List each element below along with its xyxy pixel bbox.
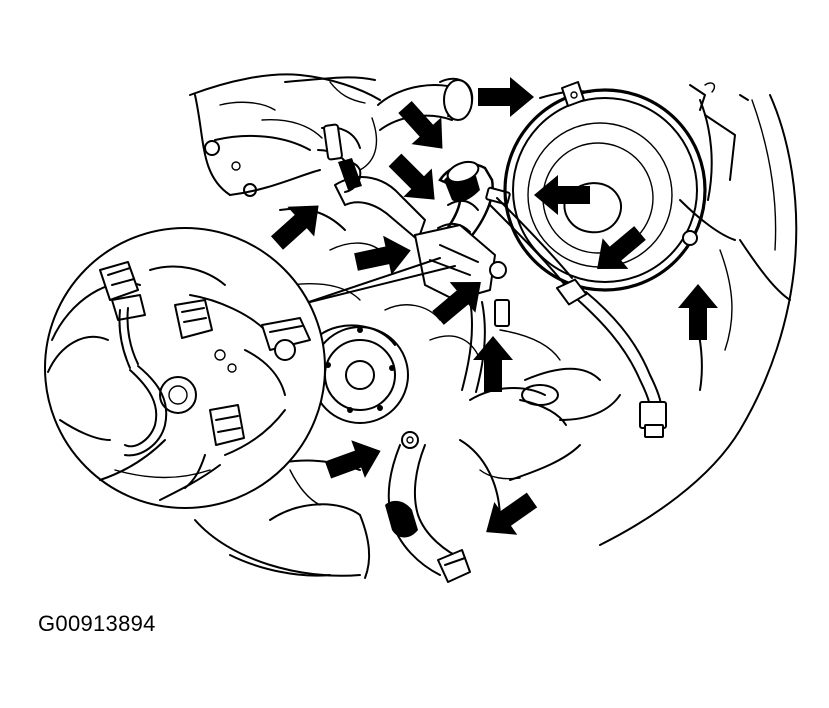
water-outlet-housing xyxy=(414,224,510,393)
lower-radiator-hose xyxy=(385,431,471,583)
arrow-up-right-center xyxy=(432,282,481,325)
lower-engine-outline xyxy=(194,329,621,579)
arrow-up-center xyxy=(473,336,513,392)
wire-harness xyxy=(489,94,798,546)
magnified-inset xyxy=(44,227,456,509)
arrow-left-alternator xyxy=(534,175,590,215)
water-pump-pulley xyxy=(311,326,409,424)
arrow-down-left-alternator xyxy=(597,226,646,269)
clamp-fitting-left xyxy=(261,317,311,361)
arrow-down-right-2 xyxy=(388,153,435,200)
arrow-up-right-side xyxy=(678,284,718,340)
arrow-right-top xyxy=(478,77,534,117)
alternator-housing xyxy=(503,81,749,292)
bypass-hose xyxy=(334,158,426,241)
upper-coolant-pipe xyxy=(317,77,474,171)
engine-block-outline xyxy=(189,73,479,356)
arrow-down-left-bottom xyxy=(486,492,538,535)
arrow-right-center xyxy=(354,235,411,275)
arrow-up-right xyxy=(270,205,319,250)
arrow-down-right-1 xyxy=(398,100,443,149)
figure-reference-code: G00913894 xyxy=(38,611,156,636)
arrows xyxy=(270,77,718,535)
arrow-right-lower-hose xyxy=(324,440,381,479)
